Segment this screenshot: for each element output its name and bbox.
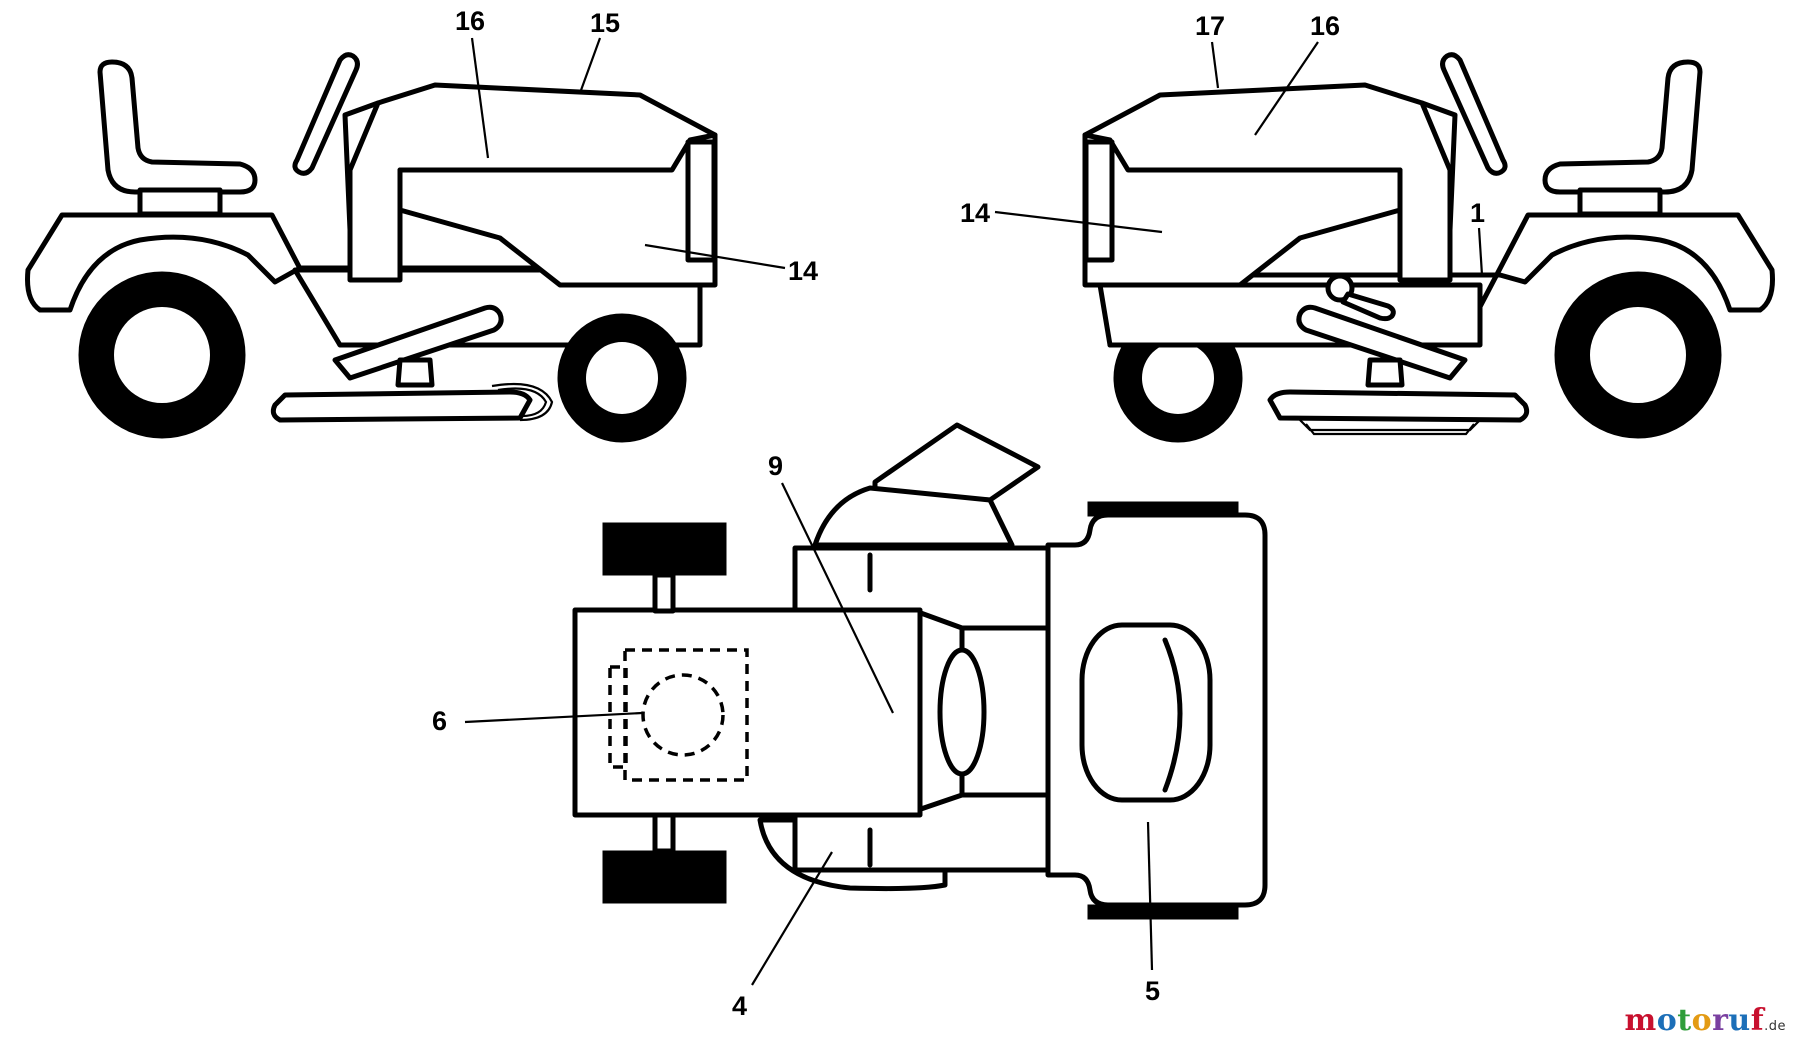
foot-pedal-right	[1296, 304, 1468, 381]
mower-deck-right	[1267, 389, 1530, 423]
engine-side	[608, 665, 628, 769]
hood-right	[1082, 132, 1403, 288]
foot-pedal	[332, 304, 504, 381]
hood	[397, 132, 718, 288]
deck-chute	[491, 382, 554, 422]
callout-16-right: 16	[1310, 11, 1340, 41]
leader-14-left	[644, 243, 786, 270]
callout-4: 4	[732, 991, 747, 1021]
engine-outline	[623, 648, 749, 782]
seat-support	[137, 187, 223, 217]
callout-9: 9	[768, 451, 783, 481]
callout-5: 5	[1145, 976, 1160, 1006]
top-view	[572, 422, 1268, 920]
mower-deck	[270, 389, 533, 423]
callout-1-right: 1	[1470, 198, 1485, 228]
seat-support-right	[1577, 187, 1663, 217]
callout-17-right: 17	[1195, 11, 1225, 41]
pedal-mount	[395, 357, 435, 388]
leader-6	[464, 711, 643, 724]
deck-chute-right	[1299, 419, 1481, 432]
steering-wheel	[292, 52, 360, 176]
watermark-letter: o	[1656, 1003, 1678, 1038]
left-side-view	[25, 52, 718, 443]
callout-14-left: 14	[788, 256, 818, 286]
watermark-letter: m	[1624, 1003, 1657, 1038]
front-tire-bottom	[602, 850, 727, 904]
seat-back	[1162, 637, 1183, 793]
steering-wheel-top	[937, 647, 987, 777]
callouts: 16 15 14 17 16 14 1 9 6 4 5	[432, 6, 1485, 1021]
lever	[1340, 291, 1396, 322]
right-side-view	[1082, 52, 1775, 443]
grille	[685, 139, 717, 263]
callout-15-left: 15	[590, 8, 620, 38]
callout-14-right: 14	[960, 198, 990, 228]
leader-17-right	[1210, 41, 1220, 89]
deck-chute-right-inner	[1305, 423, 1475, 436]
watermark-letter: f	[1750, 1003, 1765, 1038]
rear-wheel-hub	[114, 307, 210, 403]
leader-9	[781, 482, 894, 714]
callout-6: 6	[432, 706, 447, 736]
hood-top	[572, 607, 923, 818]
leader-16-left	[470, 37, 490, 159]
rear-wheel-hub-right	[1590, 307, 1686, 403]
seat-right	[1542, 59, 1703, 195]
leader-15-left	[578, 37, 602, 94]
leader-16-right	[1254, 41, 1319, 136]
leader-14-right	[994, 210, 1163, 234]
watermark-letter: u	[1728, 1003, 1751, 1038]
steering-wheel-right	[1440, 52, 1508, 176]
leader-1-right	[1477, 227, 1484, 276]
watermark-logo: motoruf.de	[1624, 1003, 1786, 1038]
seat-top-view	[1079, 622, 1213, 803]
engine-filter	[641, 673, 725, 757]
watermark-tld: .de	[1764, 1019, 1786, 1034]
grille-right	[1083, 139, 1115, 263]
rear-tire-bottom	[1087, 904, 1239, 920]
watermark-letter: t	[1677, 1003, 1692, 1038]
rear-tire-top	[1087, 501, 1239, 517]
deck-outline	[812, 485, 1015, 548]
front-tire-top	[602, 522, 727, 576]
front-axle-bottom	[652, 812, 676, 854]
pedal-mount-right	[1365, 357, 1405, 388]
front-wheel-hub-right	[1142, 342, 1214, 414]
deck-chute-inner	[497, 387, 548, 418]
callout-16-left: 16	[455, 6, 485, 36]
leader-4	[751, 851, 833, 986]
seat	[97, 59, 258, 195]
front-axle-top	[652, 572, 676, 614]
frame-right	[1097, 282, 1483, 348]
leader-5	[1146, 821, 1154, 971]
front-wheel-hub	[586, 342, 658, 414]
watermark-letter: r	[1712, 1003, 1729, 1038]
watermark-letter: o	[1691, 1003, 1713, 1038]
